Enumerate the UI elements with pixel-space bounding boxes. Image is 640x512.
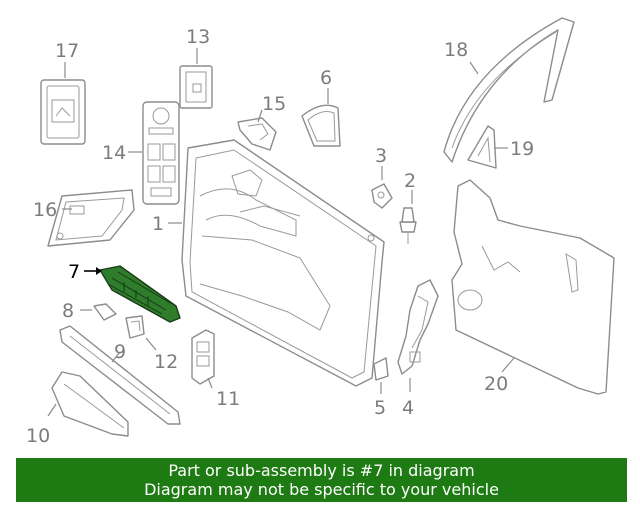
part-10-lower-trim <box>51 371 129 437</box>
part-5-clip <box>373 357 389 381</box>
part-15-bracket <box>237 117 277 151</box>
callout-7: 7 <box>68 261 80 283</box>
callout-1: 1 <box>152 213 164 235</box>
part-17-switch-bezel <box>40 79 86 145</box>
callout-11: 11 <box>216 388 240 410</box>
part-6-mirror-trim <box>301 104 341 147</box>
part-2-fastener <box>399 207 417 244</box>
part-20-door-shield <box>451 179 615 395</box>
callout-14: 14 <box>102 142 126 164</box>
part-18-window-channel <box>443 17 575 163</box>
part-3-clip <box>371 183 393 209</box>
callout-19: 19 <box>510 138 534 160</box>
callout-6: 6 <box>320 67 332 89</box>
callout-16: 16 <box>33 199 57 221</box>
part-16-bezel-panel <box>47 189 135 247</box>
callout-17: 17 <box>55 40 79 62</box>
callout-20: 20 <box>484 373 508 395</box>
part-11-switch-cluster <box>191 329 215 385</box>
part-19-corner-trim <box>467 125 497 169</box>
callout-9: 9 <box>114 341 126 363</box>
callout-13: 13 <box>186 26 210 48</box>
banner-line-1: Part or sub-assembly is #7 in diagram <box>168 461 475 480</box>
callout-12: 12 <box>154 351 178 373</box>
part-13-switch <box>179 65 213 109</box>
callout-8: 8 <box>62 300 74 322</box>
part-7-highlighted <box>99 265 181 323</box>
info-banner: Part or sub-assembly is #7 in diagram Di… <box>16 458 627 502</box>
part-9-armrest-strip <box>59 325 181 425</box>
callout-4: 4 <box>402 397 414 419</box>
part-12-insert <box>125 315 145 339</box>
part-1-door-trim-panel <box>181 139 385 387</box>
banner-line-2: Diagram may not be specific to your vehi… <box>144 480 499 499</box>
parts-diagram: 17 13 6 15 14 16 <box>26 17 615 447</box>
callout-18: 18 <box>444 39 468 61</box>
callout-15: 15 <box>262 93 286 115</box>
part-14-window-switch <box>142 101 180 205</box>
part-4-bracket <box>397 279 439 375</box>
callout-5: 5 <box>374 397 386 419</box>
callout-3: 3 <box>375 145 387 167</box>
callout-10: 10 <box>26 425 50 447</box>
part-8-bracket <box>93 303 117 321</box>
callout-2: 2 <box>404 170 416 192</box>
